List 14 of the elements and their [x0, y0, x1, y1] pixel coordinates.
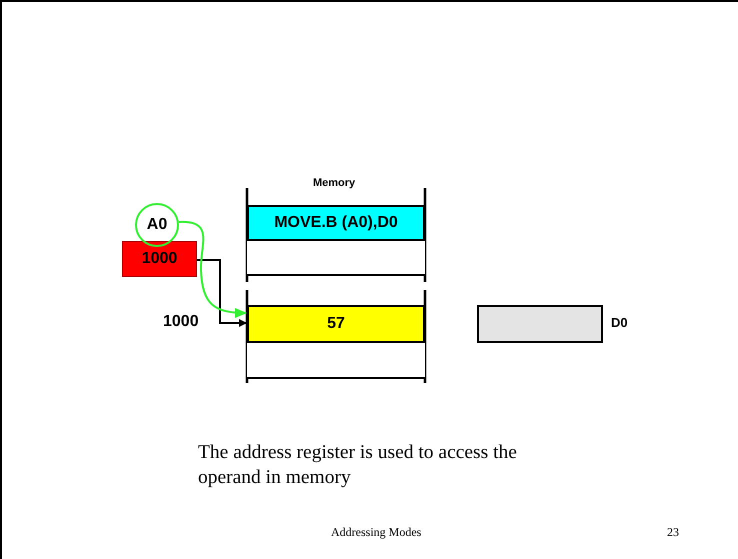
- caption-text: The address register is used to access the operand in memory: [198, 441, 518, 490]
- memory-cell: [247, 341, 425, 379]
- footer-text: Addressing Modes: [331, 525, 422, 540]
- memory-cell: MOVE.B (A0),D0: [247, 205, 425, 241]
- side-label: D0: [611, 315, 628, 330]
- memory-cell: [247, 239, 425, 276]
- memory-cell: 57: [247, 305, 425, 343]
- side-label: 1000: [163, 313, 199, 331]
- page-number: 23: [667, 525, 679, 540]
- arrow: [179, 221, 247, 318]
- arrow: [197, 259, 247, 327]
- register-box: [477, 305, 603, 343]
- register-box: 1000: [122, 241, 197, 277]
- heading: Memory: [313, 177, 356, 189]
